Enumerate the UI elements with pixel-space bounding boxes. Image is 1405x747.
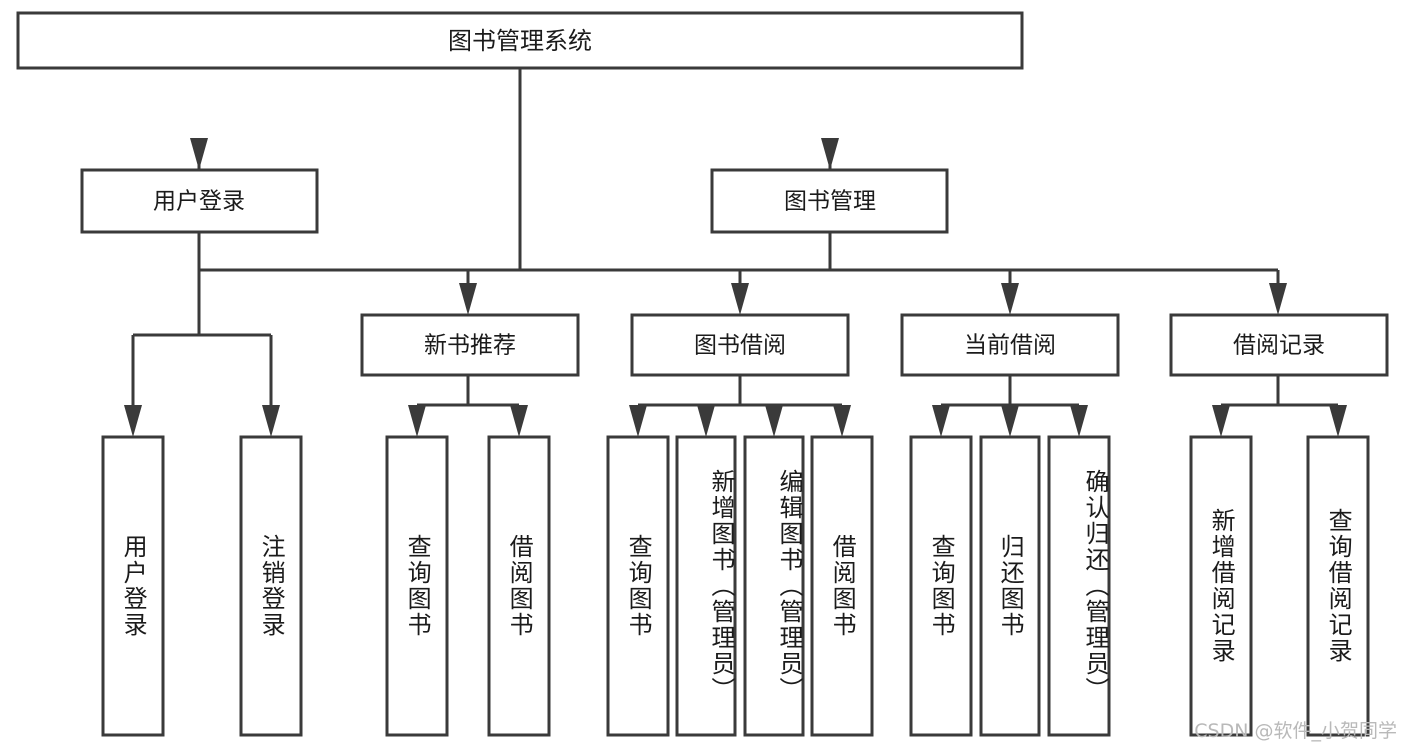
arrow-bookborrow-leaf-1: [629, 405, 647, 437]
leaf-box-user-login-2[interactable]: [239, 435, 303, 737]
leaf-box-current-borrow-1[interactable]: [909, 435, 973, 737]
node-root-label: 图书管理系统: [448, 27, 592, 55]
leaf-box-current-borrow-3[interactable]: [1047, 435, 1111, 737]
arrow-currentborrow-leaf-1: [932, 405, 950, 437]
arrow-bookborrow-leaf-3: [765, 405, 783, 437]
node-current-borrow-box[interactable]: [900, 313, 1120, 377]
leaf-box-borrow-record-1[interactable]: [1189, 435, 1253, 737]
node-user-login-box[interactable]: [80, 168, 319, 234]
arrow-bookmgmt: [821, 138, 839, 170]
leaf-box-book-borrow-4[interactable]: [810, 435, 874, 737]
arrow-borrowrecord: [1269, 283, 1287, 315]
node-root-box[interactable]: [16, 11, 1024, 70]
node-root[interactable]: 图书管理系统: [16, 11, 1024, 70]
connector-group-bookborrow: [629, 375, 851, 437]
connector-group-currentborrow: [932, 375, 1088, 437]
node-book-borrow-label: 图书借阅: [694, 333, 786, 359]
connector-group-userlogin: [124, 232, 280, 437]
arrow-borrowrecord-leaf-2: [1329, 405, 1347, 437]
node-new-book-recommend-box[interactable]: [360, 313, 580, 377]
leaf-box-new-book-1[interactable]: [385, 435, 449, 737]
node-book-management-box[interactable]: [710, 168, 949, 234]
arrow-newbook-leaf-2: [510, 405, 528, 437]
arrow-userlogin-leaf-2: [262, 405, 280, 437]
leaf-box-current-borrow-2[interactable]: [979, 435, 1041, 737]
arrow-currentborrow-leaf-2: [1001, 405, 1019, 437]
arrow-newbook: [459, 283, 477, 315]
arrow-bookborrow-leaf-4: [833, 405, 851, 437]
node-new-book-recommend-label: 新书推荐: [424, 333, 516, 359]
connector-group-borrowrecord: [1212, 375, 1347, 437]
arrow-userlogin: [190, 138, 208, 170]
arrow-borrowrecord-leaf-1: [1212, 405, 1230, 437]
leaf-box-book-borrow-2[interactable]: [675, 435, 737, 737]
arrow-currentborrow: [1001, 283, 1019, 315]
arrow-userlogin-leaf-1: [124, 405, 142, 437]
leaf-box-new-book-2[interactable]: [487, 435, 551, 737]
leaf-box-book-borrow-1[interactable]: [606, 435, 670, 737]
node-borrow-record-label: 借阅记录: [1233, 333, 1325, 359]
arrow-currentborrow-leaf-3: [1070, 405, 1088, 437]
node-borrow-record[interactable]: 借阅记录: [1169, 313, 1389, 377]
leaf-box-user-login-1[interactable]: [101, 435, 165, 737]
node-current-borrow-label: 当前借阅: [964, 333, 1056, 359]
node-book-management[interactable]: 图书管理: [710, 168, 949, 234]
node-borrow-record-box[interactable]: [1169, 313, 1389, 377]
node-user-login[interactable]: 用户登录: [80, 168, 319, 234]
arrow-bookborrow-leaf-2: [697, 405, 715, 437]
node-book-borrow-box[interactable]: [630, 313, 850, 377]
node-new-book-recommend[interactable]: 新书推荐: [360, 313, 580, 377]
leaf-box-book-borrow-3[interactable]: [743, 435, 805, 737]
node-user-login-label: 用户登录: [153, 189, 245, 215]
node-current-borrow[interactable]: 当前借阅: [900, 313, 1120, 377]
node-book-management-label: 图书管理: [784, 189, 876, 215]
leaf-box-borrow-record-2[interactable]: [1306, 435, 1370, 737]
arrow-bookborrow: [731, 283, 749, 315]
connector-group-newbook: [408, 375, 528, 437]
node-book-borrow[interactable]: 图书借阅: [630, 313, 850, 377]
arrow-newbook-leaf-1: [408, 405, 426, 437]
connector-group-bookmgmt: [459, 232, 1287, 315]
